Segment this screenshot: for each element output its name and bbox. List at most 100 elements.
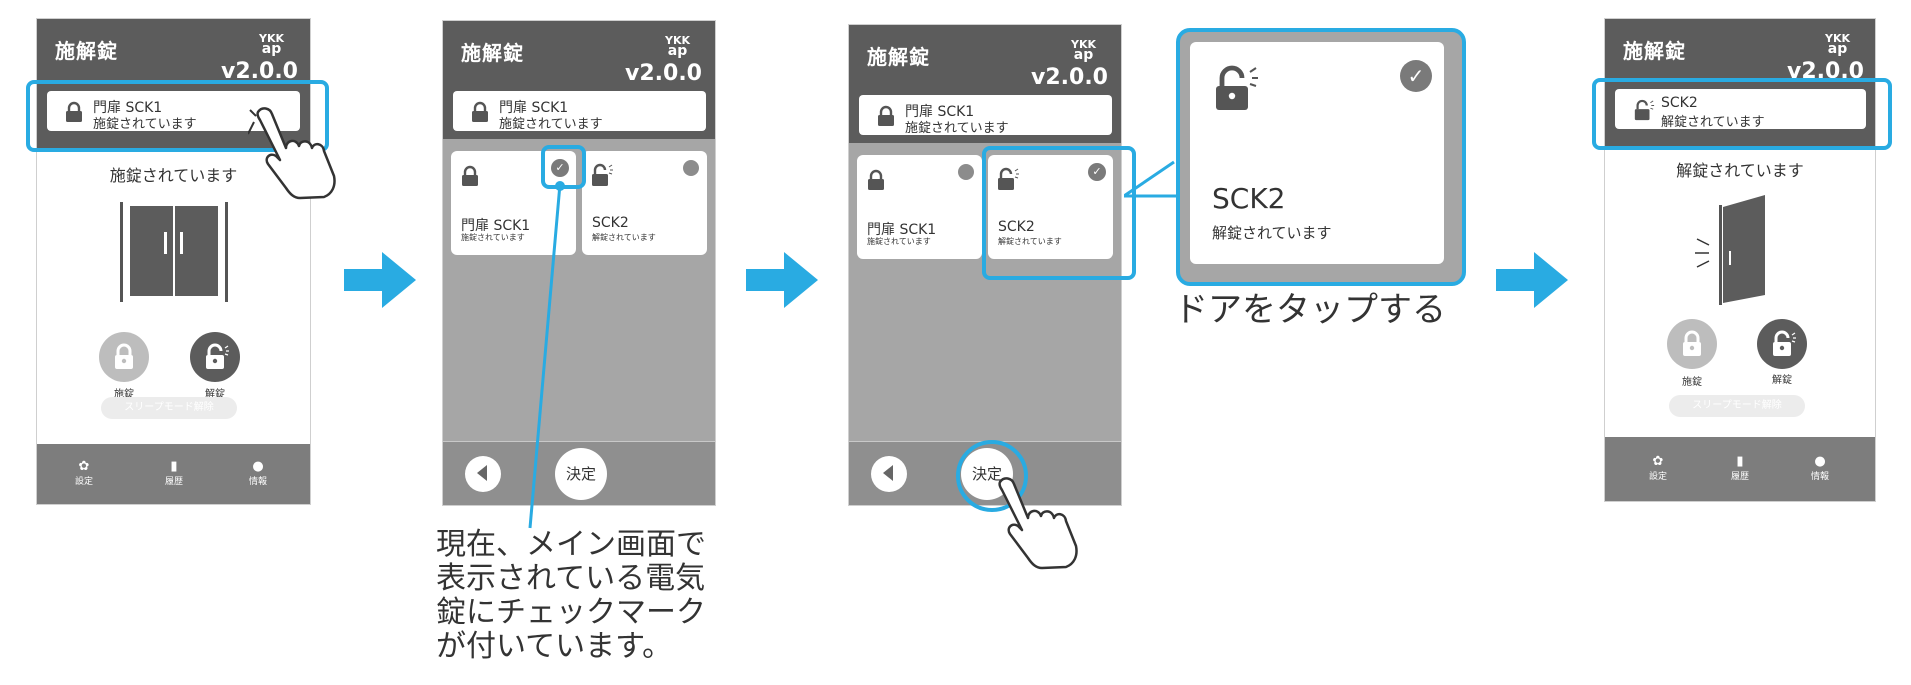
app-version: v2.0.0	[625, 61, 702, 86]
flow-arrow-3	[1496, 252, 1568, 308]
unlock-button-label: 解錠	[1772, 375, 1792, 386]
checkmark-icon: ✓	[1088, 163, 1106, 181]
main-status-text: 施錠されています	[109, 166, 238, 185]
back-arrow-icon	[477, 465, 487, 481]
app-title: 施解錠	[1623, 39, 1686, 63]
locked-padlock-icon	[462, 165, 478, 186]
current-lock-card: 門扉 SCK1 施錠されています	[453, 91, 706, 132]
lock-button-label: 施錠	[1682, 377, 1702, 388]
unselected-indicator	[683, 160, 699, 176]
current-lock-name: 門扉 SCK1	[499, 100, 569, 116]
unlock-button-label: 解錠	[205, 389, 225, 400]
callout-line	[528, 181, 565, 529]
flow-arrow-2	[746, 252, 818, 308]
locked-padlock-icon	[472, 101, 488, 122]
nav-settings[interactable]: ✿設定	[59, 459, 109, 488]
locked-padlock-icon	[878, 105, 894, 126]
highlight-sck2-card	[982, 146, 1136, 280]
lock-button-label: 施錠	[114, 389, 134, 400]
highlight-current-lock	[1592, 78, 1892, 150]
info-icon: ●	[1814, 454, 1826, 469]
lock-selection-area: ✓ 門扉 SCK1 施錠されています SCK2 解錠されています	[443, 139, 715, 441]
back-button[interactable]	[465, 456, 501, 492]
current-lock-name: 門扉 SCK1	[905, 104, 975, 120]
checkmark-icon: ✓	[1400, 60, 1432, 92]
selection-footer: 決定	[443, 441, 715, 505]
confirm-button[interactable]: 決定	[555, 448, 607, 500]
sleep-mode-release-button[interactable]: スリープモード解除	[1669, 395, 1805, 417]
zoomed-sck2-card[interactable]: ✓ SCK2 解錠されています	[1190, 42, 1444, 264]
gear-icon: ✿	[78, 459, 90, 474]
tapping-hand-icon	[998, 477, 1078, 570]
locked-padlock-icon	[868, 169, 884, 190]
main-status-text: 解錠されています	[1676, 161, 1804, 180]
tap-door-instruction: ドアをタップする	[1174, 290, 1446, 330]
nav-history[interactable]: ▮履歴	[1715, 455, 1765, 483]
unlocked-padlock-icon	[998, 167, 1019, 190]
highlight-confirm-button	[956, 440, 1028, 512]
lock-card-state: 解錠されています	[998, 237, 1062, 246]
app-version: v2.0.0	[1031, 65, 1108, 90]
lock-button[interactable]	[99, 332, 149, 382]
bottom-nav: ✿設定 ▮履歴 ●情報	[37, 444, 310, 504]
unlock-button[interactable]	[1757, 319, 1807, 369]
nav-history[interactable]: ▮履歴	[149, 459, 199, 488]
current-lock-name: SCK2	[1661, 95, 1698, 111]
flow-arrow-1	[344, 252, 416, 308]
unlocked-padlock-icon	[1634, 99, 1655, 121]
current-lock-state: 施錠されています	[93, 117, 197, 132]
current-lock-card[interactable]: SCK2 解錠されています	[1615, 89, 1866, 130]
unlocked-padlock-icon	[1773, 330, 1796, 356]
lock-card-sck2[interactable]: SCK2 解錠されています	[582, 151, 707, 255]
lock-card-sck2[interactable]: ✓ SCK2 解錠されています	[988, 155, 1113, 259]
current-lock-state: 施錠されています	[499, 117, 603, 132]
nav-info[interactable]: ●情報	[233, 460, 283, 488]
unselected-indicator	[958, 164, 974, 180]
nav-info[interactable]: ●情報	[1795, 454, 1845, 483]
locked-padlock-icon	[66, 101, 82, 122]
lock-card-sck1[interactable]: 門扉 SCK1 施錠されています	[857, 155, 982, 259]
app-title: 施解錠	[867, 45, 930, 69]
lock-card-name: SCK2	[592, 215, 629, 231]
unlocked-padlock-icon	[1216, 65, 1258, 110]
app-title: 施解錠	[55, 39, 118, 63]
lock-card-sck1[interactable]: ✓ 門扉 SCK1 施錠されています	[451, 151, 576, 255]
lock-card-name: SCK2	[998, 219, 1035, 235]
unlocked-padlock-icon	[592, 163, 613, 186]
book-icon: ▮	[170, 459, 178, 474]
unlocked-padlock-icon	[206, 343, 229, 369]
lock-card-name: 門扉 SCK1	[867, 222, 937, 238]
current-lock-card: 門扉 SCK1 施錠されています	[859, 95, 1112, 136]
open-door-illustration	[1695, 195, 1765, 305]
gear-icon: ✿	[1652, 454, 1664, 469]
highlight-current-lock	[26, 80, 329, 152]
unlock-button[interactable]	[190, 332, 240, 382]
padlock-icon	[1683, 330, 1701, 356]
nav-settings[interactable]: ✿設定	[1633, 454, 1683, 483]
lock-card-state: 解錠されています	[592, 233, 656, 242]
lock-button[interactable]	[1667, 319, 1717, 369]
zoom-connector	[1124, 160, 1180, 198]
app-version: v2.0.0	[221, 59, 298, 84]
sleep-mode-release-button[interactable]: スリープモード解除	[101, 397, 237, 419]
current-lock-card[interactable]: 門扉 SCK1 施錠されています	[47, 91, 300, 132]
tapping-hand-icon	[248, 107, 336, 200]
back-button[interactable]	[871, 456, 907, 492]
lock-card-state: 施錠されています	[867, 237, 931, 246]
zoomed-lock-state: 解錠されています	[1212, 224, 1332, 242]
lock-card-state: 施錠されています	[461, 233, 525, 242]
current-lock-name: 門扉 SCK1	[93, 100, 163, 116]
padlock-icon	[115, 343, 133, 369]
lock-selection-area: 門扉 SCK1 施錠されています ✓ SCK2 解錠されています	[849, 143, 1121, 441]
zoomed-sck2-card-frame: ✓ SCK2 解錠されています	[1176, 28, 1466, 286]
closed-door-illustration	[120, 202, 228, 302]
